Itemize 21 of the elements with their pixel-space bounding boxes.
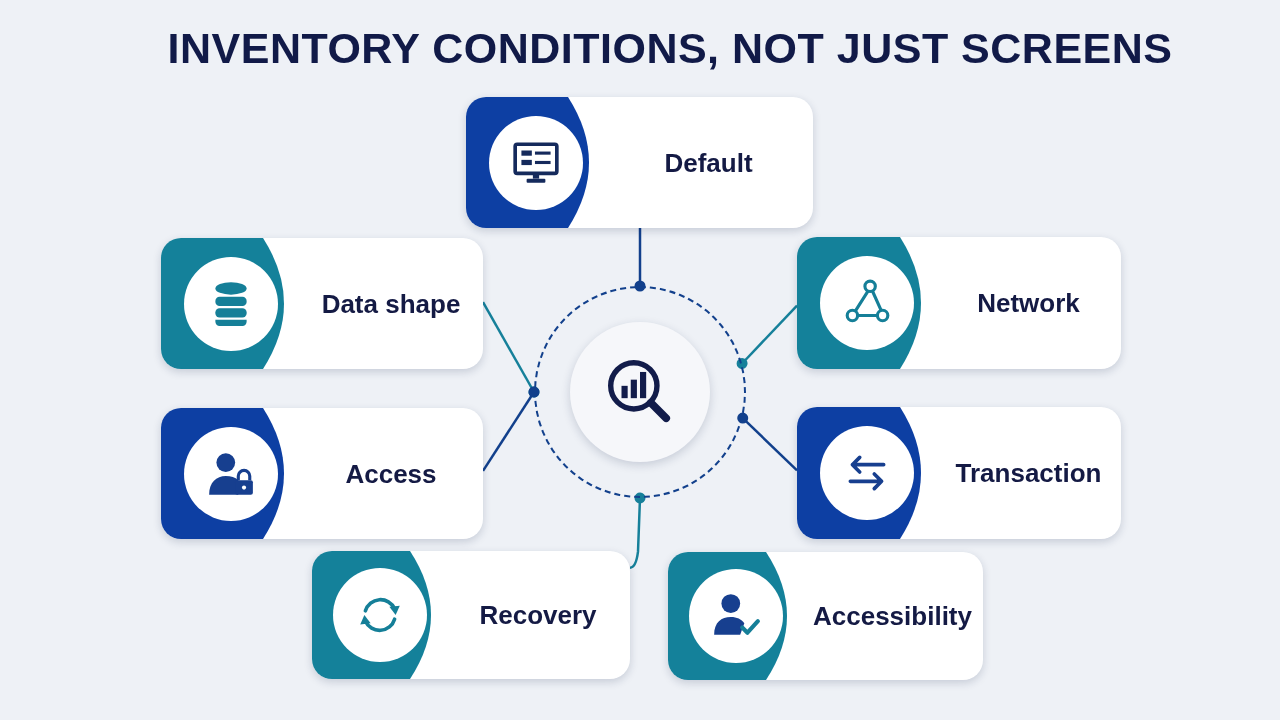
card: [312, 551, 630, 679]
connector-line: [736, 304, 798, 369]
card-label: Data shape: [321, 288, 461, 319]
card: [797, 237, 1121, 369]
connector-line: [629, 492, 646, 569]
card: [466, 97, 813, 228]
card: [668, 552, 983, 680]
card-label: Network: [977, 287, 1080, 319]
dashed-ring: [534, 286, 746, 498]
card-label: Default: [664, 147, 753, 178]
card: [161, 408, 483, 539]
card-label: Accessibility: [813, 600, 972, 632]
card-label: Access: [345, 458, 437, 489]
connector-line: [634, 228, 646, 292]
diagram-title: INVENTORY CONDITIONS, NOT JUST SCREENS: [166, 24, 1174, 73]
connector-line: [737, 412, 798, 472]
connector-line: [481, 386, 540, 472]
card-label: Recovery: [479, 599, 597, 631]
card: [161, 238, 483, 369]
card-label: Transaction: [955, 457, 1102, 489]
card: [797, 407, 1121, 539]
